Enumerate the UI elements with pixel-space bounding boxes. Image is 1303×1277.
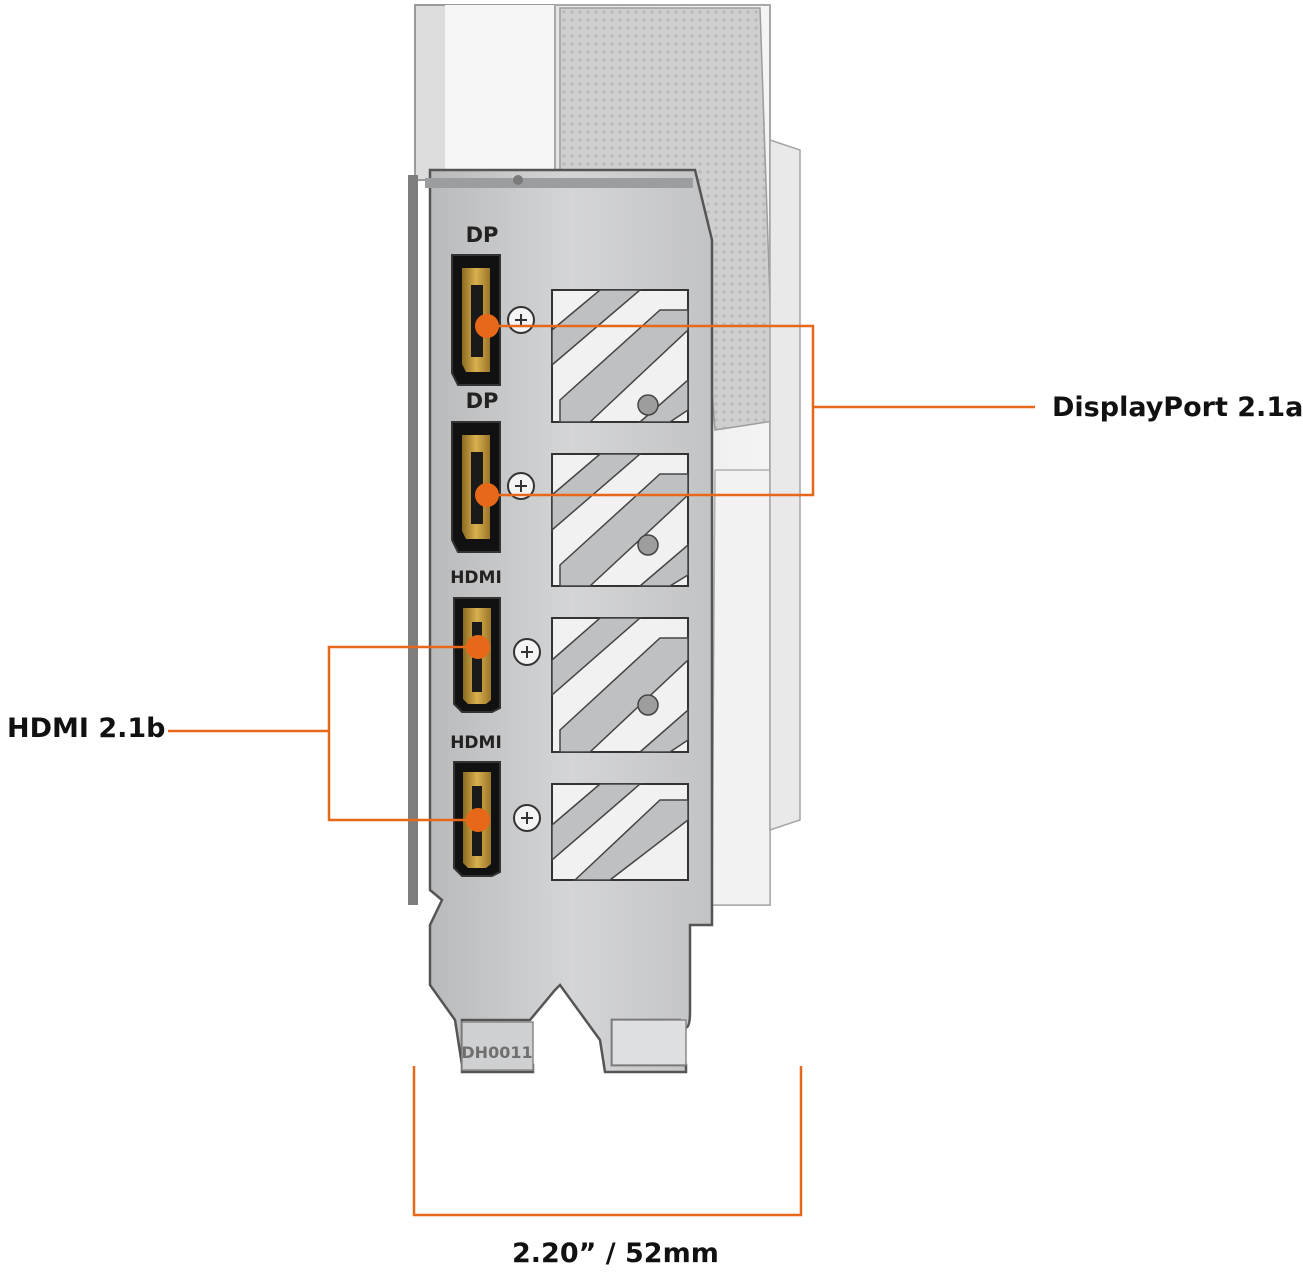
callout-lines — [168, 324, 1035, 1217]
bracket-width-label: 2.20” / 52mm — [512, 1238, 719, 1269]
port-label: DP — [466, 223, 499, 247]
callout-dot — [475, 483, 499, 507]
port-label: HDMI — [450, 568, 502, 588]
bracket-vents — [551, 289, 689, 881]
callout-dots — [466, 314, 499, 832]
displayport-callout-label: DisplayPort 2.1a — [1052, 392, 1303, 423]
callout-dot — [466, 808, 490, 832]
port-label: HDMI — [450, 733, 502, 753]
product-diagram: DP DP HDMI HDMI — [7, 4, 1303, 1269]
callout-dot — [475, 314, 499, 338]
port-label: DP — [466, 389, 499, 413]
bracket-stamp: DH0011 — [461, 1043, 532, 1062]
displayport-1: DP — [451, 223, 535, 386]
hdmi-callout-label: HDMI 2.1b — [7, 713, 166, 744]
displayport-2: DP — [451, 389, 535, 553]
callout-dot — [466, 635, 490, 659]
graphics-card-io-illustration: DP DP HDMI HDMI — [168, 4, 1035, 1217]
